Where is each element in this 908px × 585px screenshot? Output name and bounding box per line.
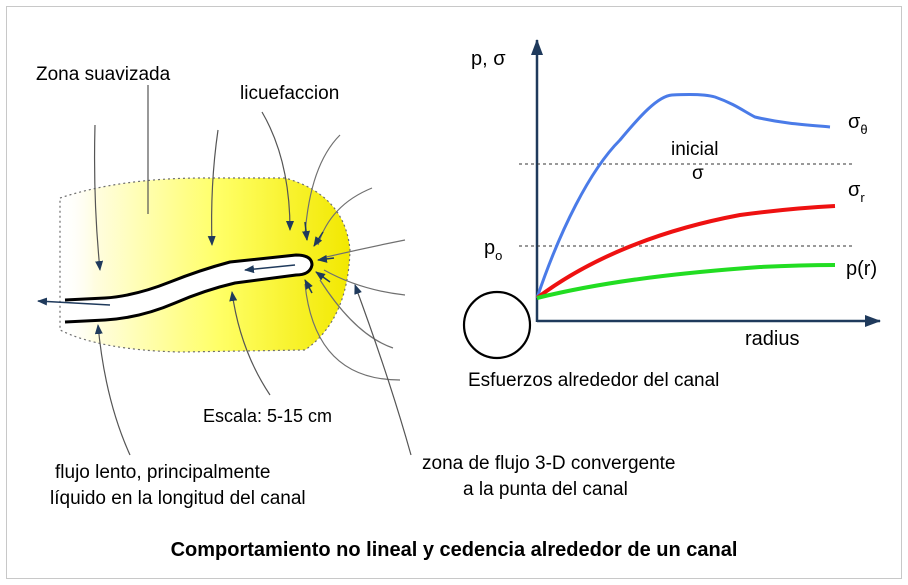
annotation-line bbox=[207, 129, 219, 246]
annotation-line bbox=[93, 124, 104, 271]
sigma-theta-label: σθ bbox=[848, 111, 868, 137]
slow-flow-label-line1: flujo lento, principalmente bbox=[55, 462, 270, 483]
flow-lines bbox=[304, 134, 406, 381]
sigma-theta-subscript: θ bbox=[860, 122, 867, 137]
p0-subscript: o bbox=[495, 248, 502, 263]
internal-flow-arrow-1 bbox=[244, 264, 296, 274]
sigma-r-label: σr bbox=[848, 179, 865, 205]
flow-line bbox=[319, 279, 394, 349]
sigma-theta-curve bbox=[535, 92, 831, 299]
channel-cross-section bbox=[462, 290, 532, 360]
annotation-arrows bbox=[93, 85, 294, 271]
x-axis-label: radius bbox=[745, 328, 799, 350]
sigma-theta-base: σ bbox=[848, 111, 861, 133]
annotation-line bbox=[261, 111, 294, 231]
converging-arrows bbox=[302, 221, 335, 294]
arrow bbox=[313, 231, 324, 247]
initial-label: inicial bbox=[671, 139, 719, 160]
arrow bbox=[315, 271, 331, 283]
slow-flow-label-line2: líquido en la longitud del canal bbox=[50, 488, 306, 509]
stress-plot: p, σ radius inicial σ po σθ σr p(r) Esfu… bbox=[462, 39, 881, 391]
flow-line bbox=[323, 269, 406, 296]
annotation-line bbox=[94, 324, 131, 456]
annotation-line bbox=[354, 284, 412, 456]
liquefaction-label: licuefaccion bbox=[240, 83, 339, 104]
figure-border bbox=[6, 6, 902, 579]
p0-label: po bbox=[484, 237, 502, 263]
p-r-label: p(r) bbox=[846, 258, 877, 280]
y-axis-label: p, σ bbox=[471, 48, 506, 70]
p-r-curve bbox=[536, 263, 836, 300]
arrow bbox=[302, 221, 310, 241]
arrow bbox=[304, 279, 313, 294]
bottom-annotation-arrows bbox=[94, 284, 412, 456]
p0-base: p bbox=[484, 237, 495, 259]
arrow bbox=[317, 254, 335, 263]
annotation-line bbox=[229, 291, 271, 396]
converging-flow-label-line2: a la punta del canal bbox=[463, 479, 628, 500]
initial-sigma-label: σ bbox=[692, 163, 704, 184]
flow-line bbox=[304, 283, 401, 381]
sigma-r-base: σ bbox=[848, 179, 861, 201]
figure-title: Comportamiento no lineal y cedencia alre… bbox=[171, 539, 738, 561]
flow-line bbox=[321, 239, 406, 259]
smoothed-zone-label: Zona suavizada bbox=[36, 64, 171, 85]
plot-caption: Esfuerzos alrededor del canal bbox=[468, 370, 719, 391]
scale-label: Escala: 5-15 cm bbox=[203, 406, 332, 426]
channel-diagram: Zona suavizada licuefaccion Escala: 5-15… bbox=[36, 64, 676, 509]
sigma-r-curve bbox=[535, 204, 836, 300]
converging-flow-label-line1: zona de flujo 3-D convergente bbox=[422, 453, 676, 474]
internal-flow-arrow-2 bbox=[37, 297, 111, 306]
flow-line bbox=[304, 134, 341, 236]
sigma-r-subscript: r bbox=[860, 190, 865, 205]
